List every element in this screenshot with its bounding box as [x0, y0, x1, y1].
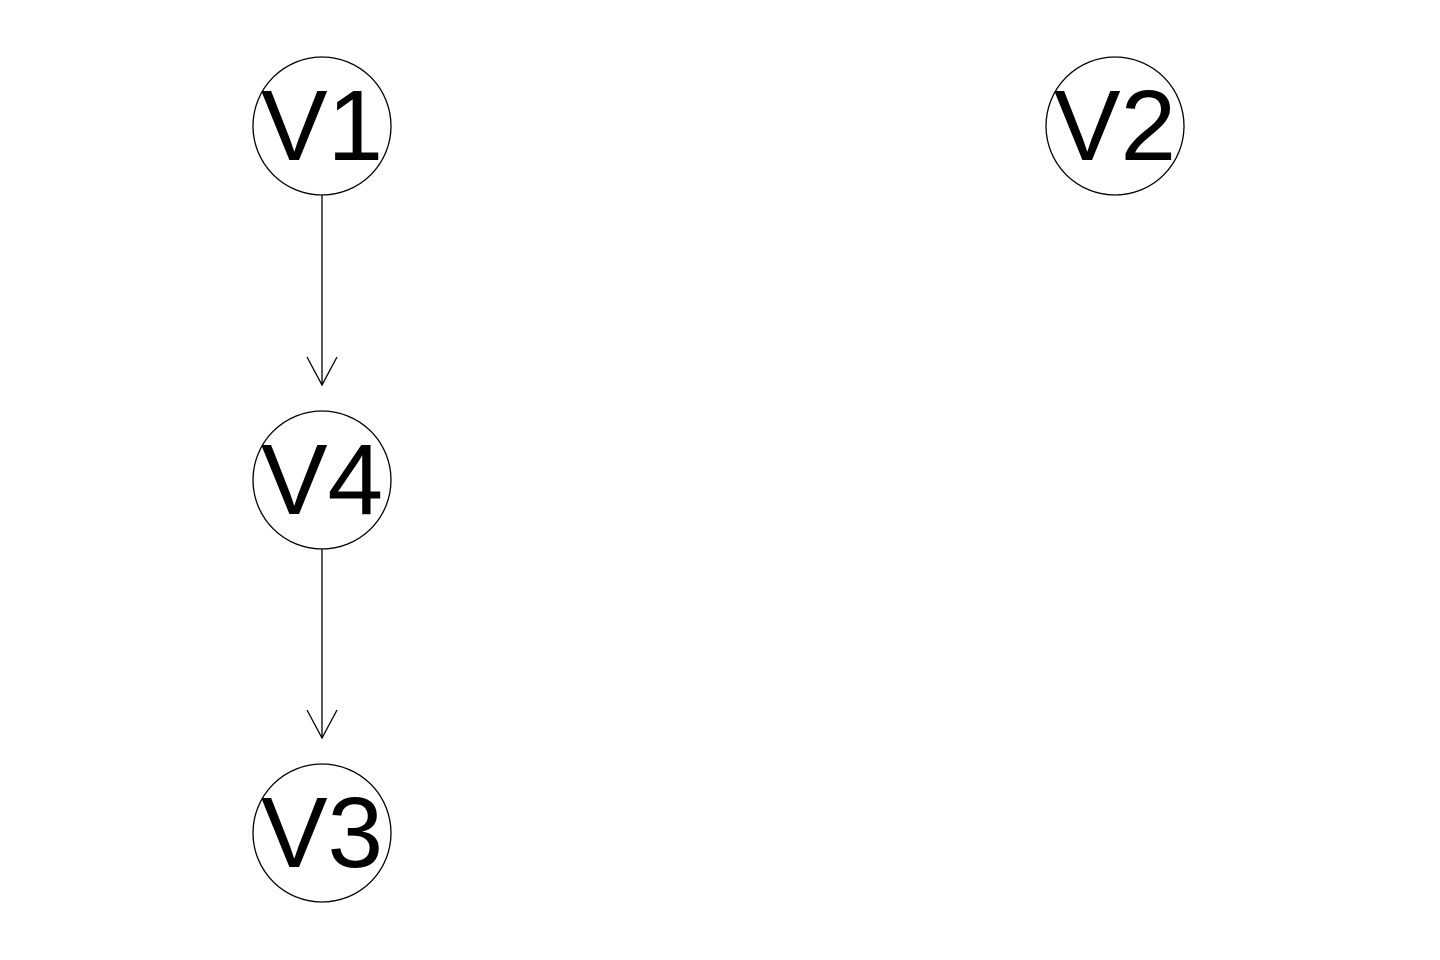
node-v1: V1 — [252, 56, 392, 196]
node-v3: V3 — [252, 763, 392, 903]
edge-v4-v3 — [306, 549, 338, 740]
arrowhead-icon — [306, 356, 338, 387]
edge-v1-v4 — [306, 195, 338, 387]
node-v2: V2 — [1045, 56, 1185, 196]
node-label: V3 — [261, 777, 383, 889]
edge-layer — [306, 195, 338, 740]
node-circle — [1045, 56, 1185, 196]
node-label: V1 — [261, 70, 383, 182]
node-label: V4 — [261, 424, 383, 536]
node-label: V2 — [1054, 70, 1176, 182]
node-circle — [252, 410, 392, 550]
node-circle — [252, 763, 392, 903]
arrowhead-icon — [306, 709, 338, 740]
node-circle — [252, 56, 392, 196]
node-v4: V4 — [252, 410, 392, 550]
